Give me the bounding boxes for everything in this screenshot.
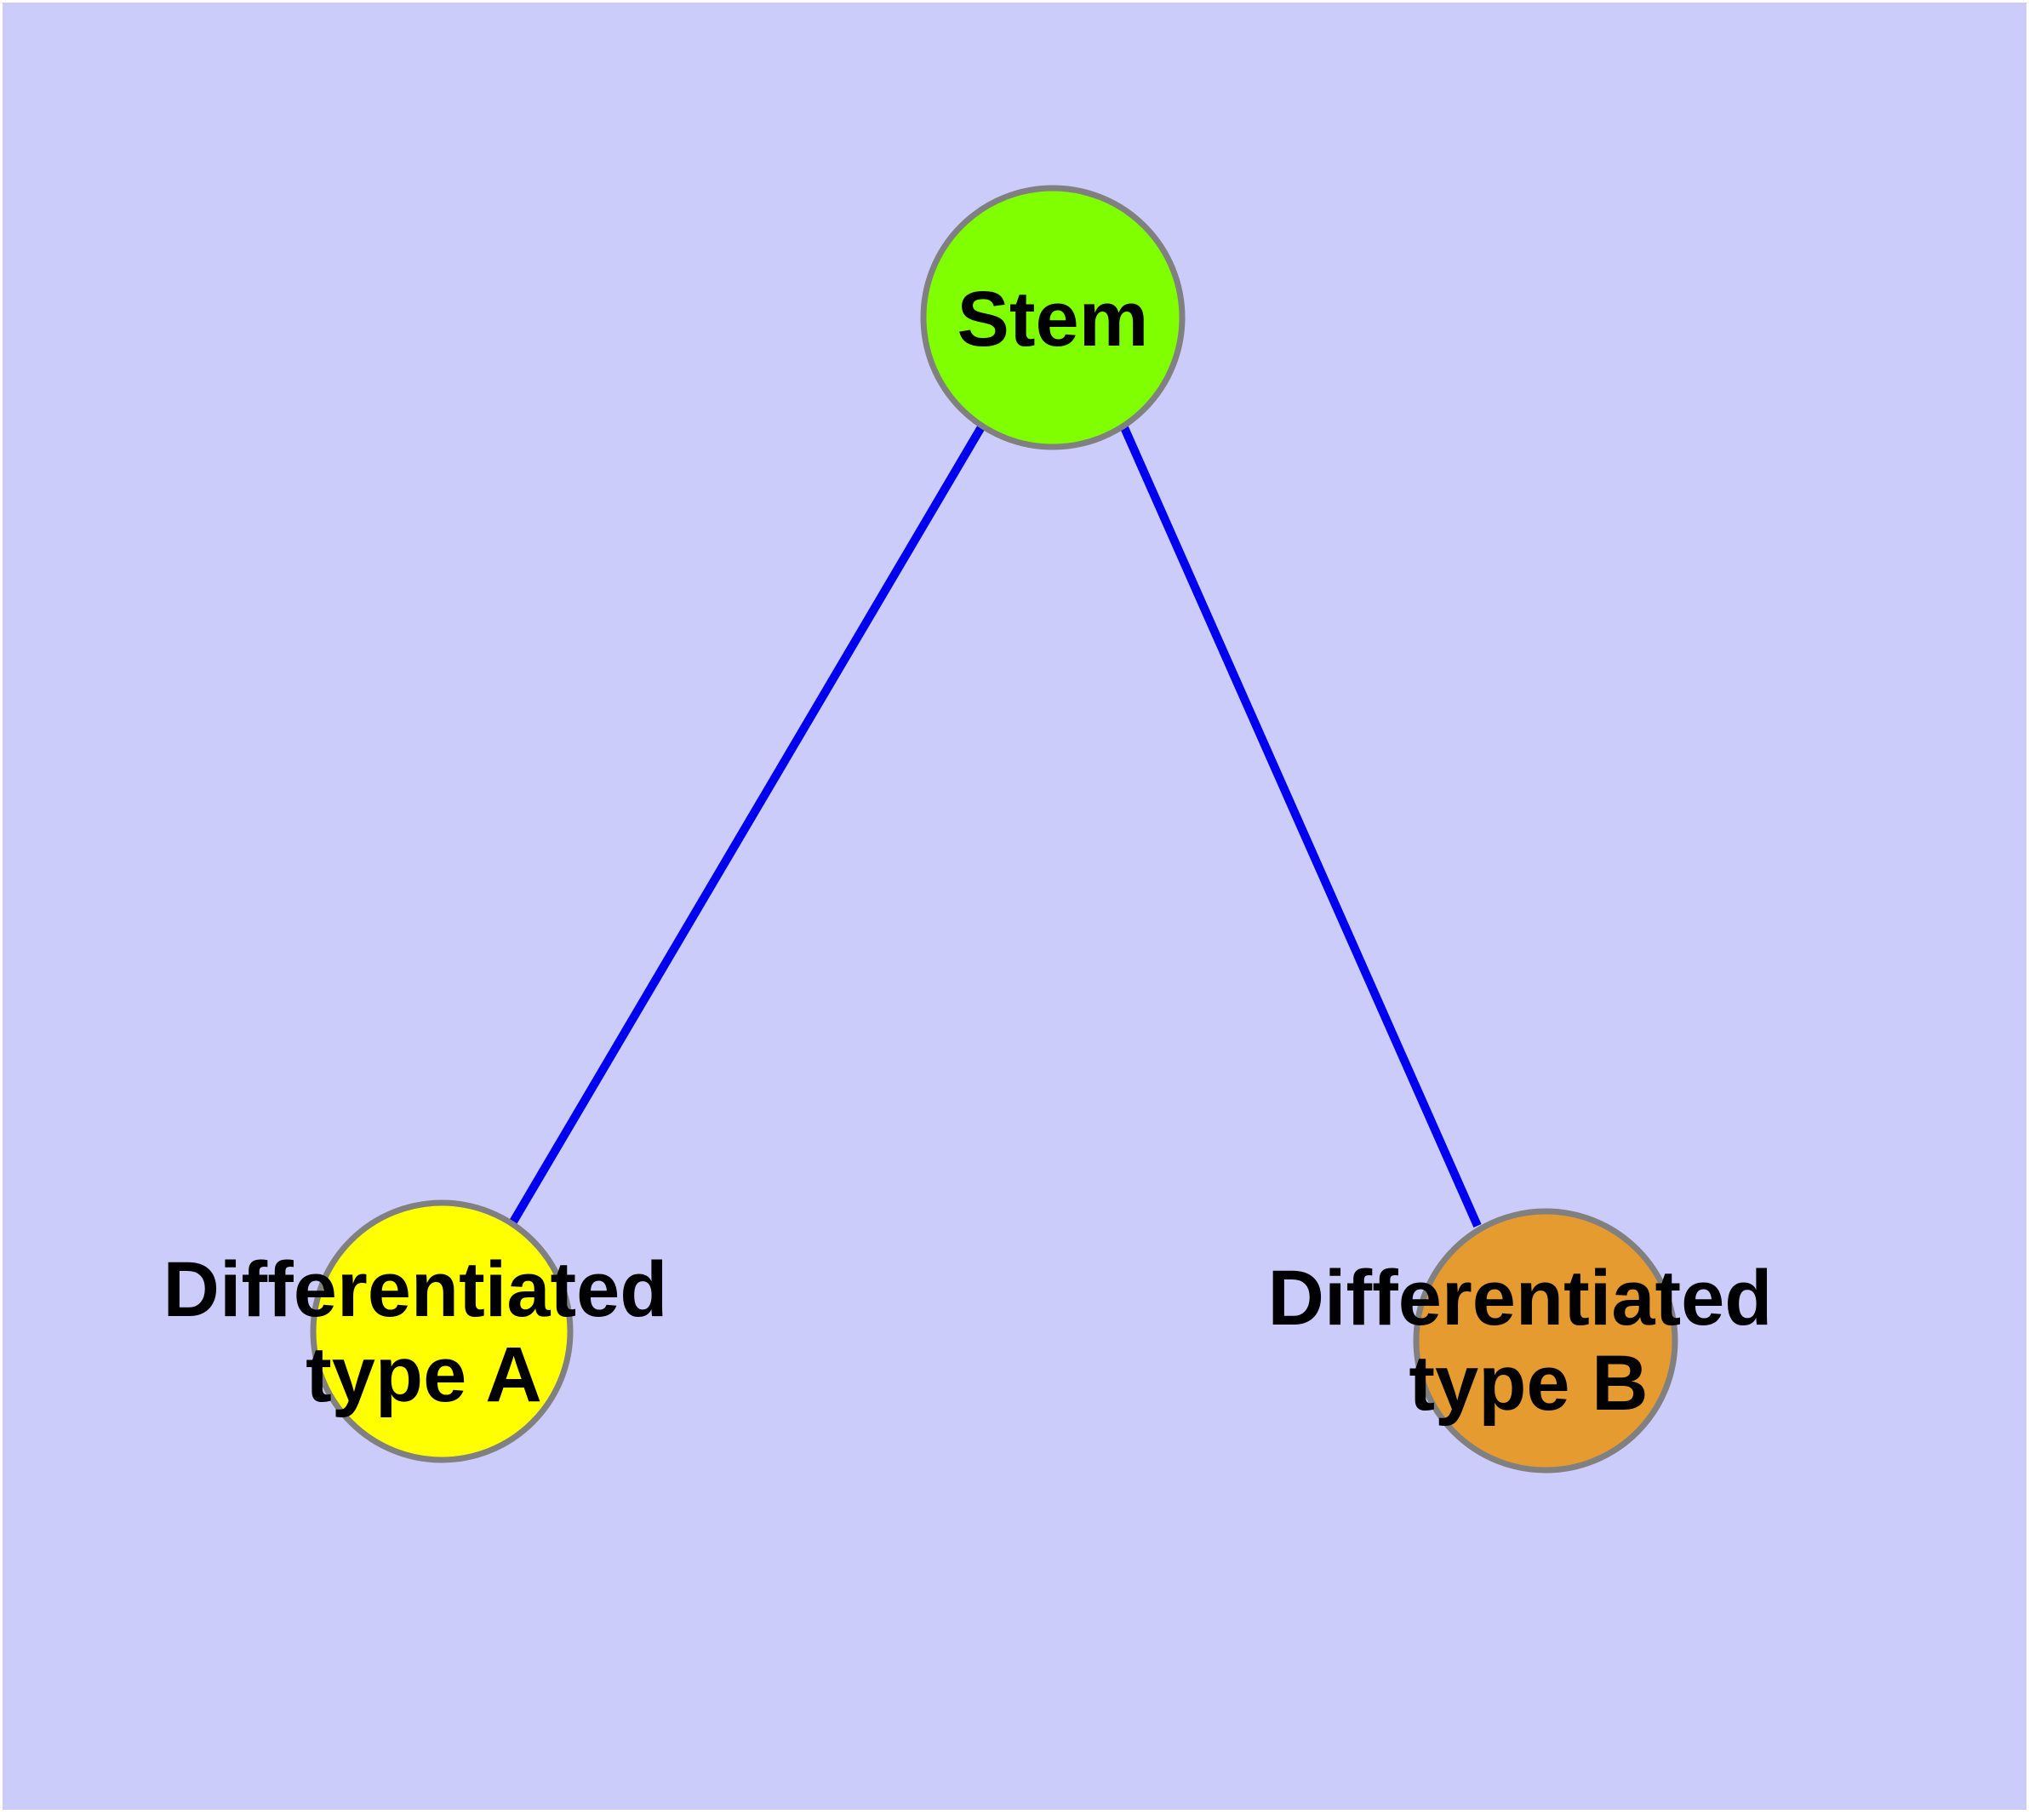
- node-stem[interactable]: [920, 185, 1186, 450]
- node-differentiated-type-b[interactable]: [1413, 1208, 1678, 1474]
- label-layer: Stem Differentiated type A Differentiate…: [163, 276, 1773, 1427]
- edge-stem-to-differentiated-type-a[interactable]: [508, 423, 986, 1226]
- node-stem-circle[interactable]: [920, 185, 1186, 450]
- node-differentiated-type-a-circle[interactable]: [310, 1199, 574, 1463]
- node-differentiated-type-b-label-line2: type B: [1409, 1340, 1648, 1427]
- node-differentiated-type-b-circle[interactable]: [1413, 1208, 1678, 1474]
- edge-stem-to-differentiated-type-b[interactable]: [1119, 423, 1482, 1228]
- node-differentiated-type-b-label-line1: Differentiated: [1268, 1255, 1773, 1342]
- node-differentiated-type-a-label-line2: type A: [306, 1331, 542, 1418]
- node-differentiated-type-a[interactable]: [310, 1199, 574, 1463]
- node-stem-label: Stem: [957, 276, 1149, 363]
- node-layer: [310, 185, 1678, 1474]
- edge-layer: [508, 423, 1482, 1228]
- node-differentiated-type-a-label-line1: Differentiated: [163, 1246, 668, 1333]
